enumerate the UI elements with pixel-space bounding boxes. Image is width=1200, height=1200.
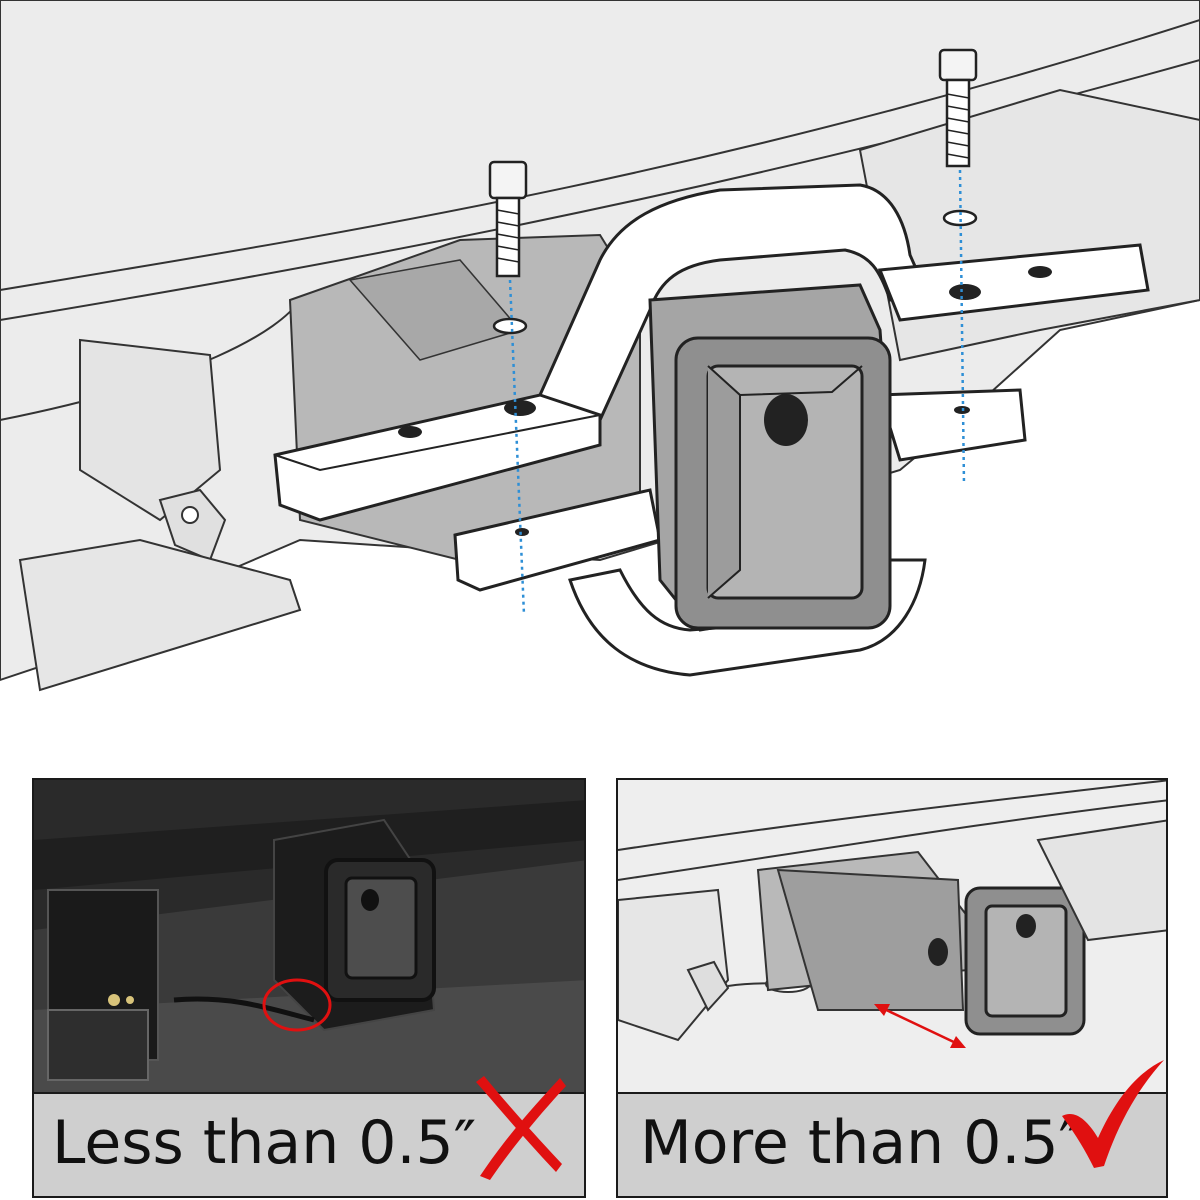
bolt-hole bbox=[398, 426, 422, 438]
hitch-pin-hole bbox=[764, 394, 808, 446]
bracket-left-arm bbox=[273, 393, 602, 522]
hitch-mount-exploded-diagram bbox=[0, 0, 1200, 692]
bracket-lower-right-arm bbox=[877, 388, 1027, 462]
bolt-hole bbox=[504, 400, 536, 416]
bracket-arch bbox=[538, 183, 933, 422]
panel-less-than: Less than 0.5″ bbox=[32, 778, 586, 1198]
red-checkmark-icon bbox=[1062, 1060, 1164, 1168]
washer bbox=[492, 317, 528, 335]
bracket-lower-arch bbox=[568, 558, 927, 677]
red-circle-highlight-icon bbox=[262, 978, 332, 1032]
bracket-right-arm bbox=[877, 243, 1150, 322]
bolt-left bbox=[488, 160, 528, 335]
caption-bar-right: More than 0.5″ bbox=[618, 1092, 1166, 1196]
bolt-right bbox=[938, 48, 978, 227]
caption-bar-left: Less than 0.5″ bbox=[34, 1092, 584, 1196]
caption-more-than: More than 0.5″ bbox=[640, 1108, 1082, 1178]
red-cross-icon bbox=[476, 1076, 566, 1180]
red-double-arrow-icon bbox=[874, 1004, 966, 1048]
tow-hook-left bbox=[158, 488, 227, 562]
bumper-lower-edge bbox=[0, 299, 301, 421]
caption-less-than: Less than 0.5″ bbox=[52, 1108, 477, 1178]
panel-more-than: More than 0.5″ bbox=[616, 778, 1168, 1198]
washer bbox=[942, 209, 978, 227]
bracket-lower-left-arm bbox=[453, 488, 662, 592]
bumper-left-lower bbox=[18, 538, 302, 692]
photo-installed-hitch bbox=[34, 780, 584, 1098]
diagram-receiver-extension bbox=[618, 780, 1166, 1098]
